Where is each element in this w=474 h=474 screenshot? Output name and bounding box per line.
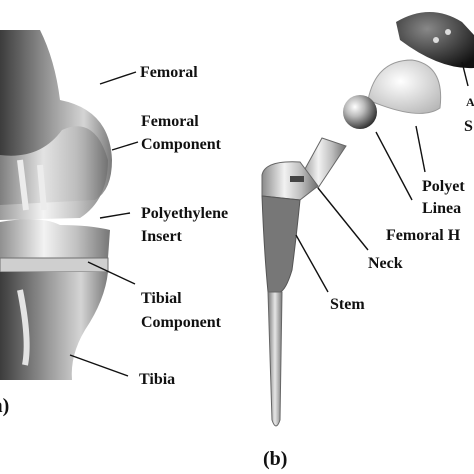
label-tibial-component-line1: Tibial	[141, 290, 182, 307]
hip-arrows	[295, 61, 469, 293]
label-femoral-head: Femoral H	[386, 227, 461, 244]
polyethylene-insert-shape	[0, 219, 110, 258]
stem-shaft-shape	[267, 291, 283, 427]
panel-a-letter: (a)	[0, 395, 9, 417]
label-femoral-component-line1: Femoral	[141, 113, 199, 130]
panel-b-letter: (b)	[263, 448, 287, 470]
label-polyethylene-insert-line1: Polyethylene	[141, 205, 228, 222]
label-tibial-component-line2: Component	[141, 314, 222, 331]
tibia-bone	[0, 272, 108, 380]
stem-body-shape	[261, 195, 301, 293]
polyethylene-liner-shape	[367, 59, 442, 114]
femoral-head-shape	[343, 95, 377, 129]
tibial-component-shape	[0, 257, 109, 273]
label-tibia: Tibia	[139, 371, 175, 388]
label-stem: Stem	[330, 296, 365, 313]
knee-arrows	[69, 71, 139, 377]
label-polyethylene-liner-line2: Linea	[422, 200, 461, 217]
knee-illustration	[0, 30, 112, 380]
label-acetabular-shell-line1: A	[466, 95, 474, 109]
label-polyethylene-insert-line2: Insert	[141, 228, 183, 245]
label-acetabular-shell-line2: S	[464, 118, 473, 135]
label-femoral: Femoral	[140, 64, 198, 81]
label-neck: Neck	[368, 255, 403, 272]
hip-illustration	[261, 12, 474, 427]
label-polyethylene-liner-line1: Polyet	[422, 178, 465, 195]
label-femoral-component-line2: Component	[141, 136, 222, 153]
